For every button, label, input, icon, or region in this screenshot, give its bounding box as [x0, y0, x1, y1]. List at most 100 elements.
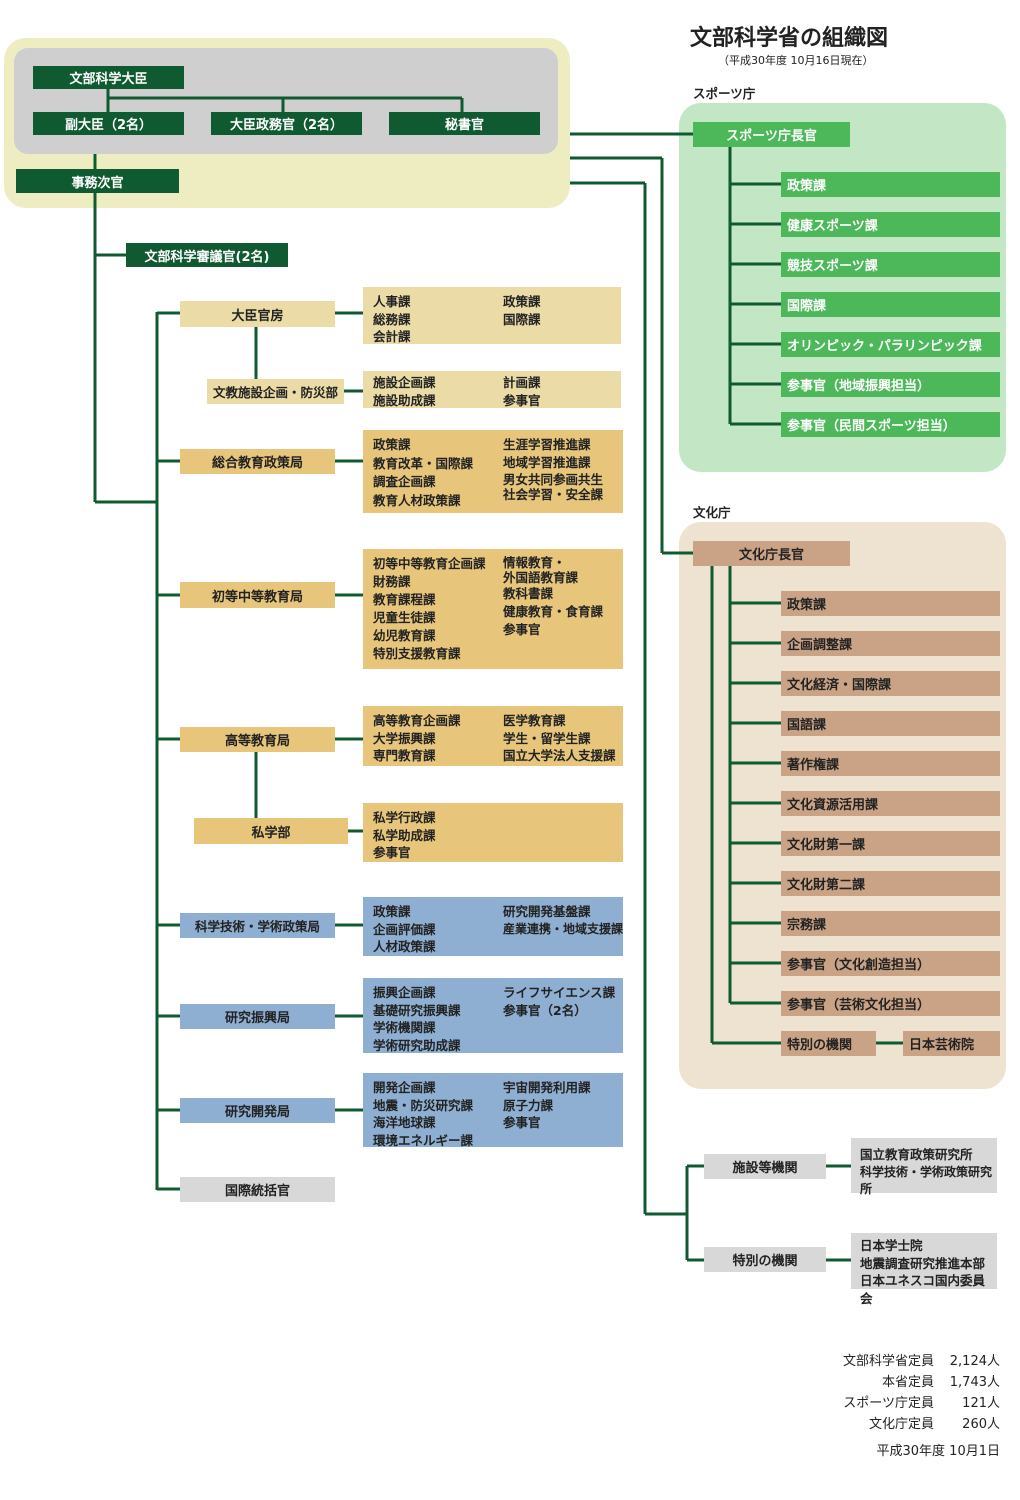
sports-division[interactable]: 競技スポーツ課 — [781, 252, 1000, 277]
division-list: 振興企画課 基礎研究振興課 学術機関課 学術研究助成課 — [363, 978, 623, 1054]
page-title: 文部科学省の組織図 — [690, 26, 889, 51]
division-list: 宇宙開発利用課 原子力課 参事官 — [503, 1079, 591, 1132]
division: 振興企画課 — [373, 985, 436, 1000]
division-list: 私学行政課 私学助成課 参事官 — [363, 803, 623, 862]
bureau-lifelong-learning[interactable]: 総合教育政策局 — [180, 449, 335, 474]
division: 参事官（2名） — [503, 1002, 587, 1018]
bureau-research-promotion[interactable]: 研究振興局 — [180, 1004, 335, 1029]
division: 地震調査研究推進本部 — [860, 1255, 986, 1271]
division: 財務課 — [373, 574, 411, 589]
bureau-international-affairs[interactable]: 国際統括官 — [180, 1177, 335, 1202]
culture-division[interactable]: 文化経済・国際課 — [781, 671, 1000, 696]
division: 原子力課 — [503, 1097, 554, 1113]
division: 教育課程課 — [373, 592, 436, 607]
division-list: 高等教育企画課 大学振興課 専門教育課 — [363, 706, 623, 765]
culture-division[interactable]: 文化財第一課 — [781, 831, 1000, 856]
minister-box[interactable]: 文部科学大臣 — [33, 66, 184, 89]
culture-division[interactable]: 文化資源活用課 — [781, 791, 1000, 816]
division: 学術研究助成課 — [373, 1037, 461, 1053]
sports-division[interactable]: 参事官（民間スポーツ担当） — [781, 412, 1000, 437]
division: 基礎研究振興課 — [373, 1002, 461, 1018]
vice-admin-box[interactable]: 事務次官 — [16, 169, 179, 193]
elementary-divisions: 初等中等教育企画課 財務課 教育課程課 児童生徒課 幼児教育課 特別支援教育課 … — [363, 549, 623, 669]
culture-division[interactable]: 参事官（芸術文化担当） — [781, 991, 1000, 1016]
private-schools-divisions: 私学行政課 私学助成課 参事官 — [363, 803, 623, 862]
division-list: 計画課 参事官 — [503, 374, 541, 409]
research-development-divisions: 開発企画課 地震・防災研究課 海洋地球課 環境エネルギー課 宇宙開発利用課 原子… — [363, 1073, 623, 1149]
culture-agency-label: 文化庁 — [693, 505, 731, 520]
culture-division[interactable]: 企画調整課 — [781, 631, 1000, 656]
culture-division[interactable]: 国語課 — [781, 711, 1000, 736]
facilities-orgs-box[interactable]: 施設等機関 — [704, 1154, 826, 1179]
bureau-private-schools[interactable]: 私学部 — [194, 818, 348, 844]
bureau-science-policy[interactable]: 科学技術・学術政策局 — [180, 913, 335, 938]
division-list: ライフサイエンス課 参事官（2名） — [503, 984, 615, 1019]
special-orgs-box[interactable]: 特別の機関 — [704, 1247, 826, 1272]
special-orgs-list: 日本学士院 地震調査研究推進本部 日本ユネスコ国内委員会 — [851, 1233, 997, 1306]
division: 政策課 — [373, 437, 411, 452]
division: 地域学習推進課 — [503, 455, 591, 470]
higher-education-divisions: 高等教育企画課 大学振興課 専門教育課 医学教育課 学生・留学生課 国立大学法人… — [363, 706, 623, 766]
division: 社会学習・安全課 — [503, 487, 604, 502]
division: 参事官 — [373, 845, 411, 860]
division: 児童生徒課 — [373, 610, 436, 625]
division: 参事官 — [503, 392, 541, 408]
division: 宇宙開発利用課 — [503, 1080, 591, 1095]
bureau-facilities-planning[interactable]: 文教施設企画・防災部 — [207, 379, 344, 404]
division: 研究開発基盤課 — [503, 904, 591, 919]
division: 計画課 — [503, 375, 541, 390]
culture-division[interactable]: 文化財第二課 — [781, 871, 1000, 896]
secretary-box[interactable]: 秘書官 — [389, 112, 540, 135]
division: 国立大学法人支援課 — [503, 748, 616, 763]
culture-division[interactable]: 著作権課 — [781, 751, 1000, 776]
division-list: 初等中等教育企画課 財務課 教育課程課 児童生徒課 幼児教育課 特別支援教育課 — [363, 549, 623, 663]
division: 高等教育企画課 — [373, 713, 461, 728]
division: 国際課 — [503, 311, 541, 327]
sports-division[interactable]: 政策課 — [781, 172, 1000, 197]
culture-division[interactable]: 参事官（文化創造担当） — [781, 951, 1000, 976]
division: 会計課 — [373, 329, 411, 344]
division: 大学振興課 — [373, 730, 436, 746]
division: 科学技術・学術政策研究所 — [860, 1164, 993, 1197]
bureau-research-development[interactable]: 研究開発局 — [180, 1098, 335, 1123]
councillor-box[interactable]: 文部科学審議官(2名) — [126, 243, 288, 267]
parliamentary-vice-minister-box[interactable]: 大臣政務官（2名） — [211, 112, 362, 135]
division-list: 開発企画課 地震・防災研究課 海洋地球課 環境エネルギー課 — [363, 1073, 623, 1149]
division-list: 政策課 企画評価課 人材政策課 — [363, 897, 623, 956]
division: 私学行政課 — [373, 810, 436, 825]
minister-secretariat-divisions: 人事課 総務課 会計課 政策課 国際課 — [363, 287, 621, 344]
sports-division[interactable]: オリンピック・パラリンピック課 — [781, 332, 1000, 357]
minister-group-panel — [14, 48, 558, 154]
science-policy-divisions: 政策課 企画評価課 人材政策課 研究開発基盤課 産業連携・地域支援課 — [363, 897, 623, 956]
culture-special-org-box[interactable]: 特別の機関 — [781, 1031, 876, 1056]
sports-commissioner-box[interactable]: スポーツ庁長官 — [693, 122, 850, 147]
staff-label: 文化庁定員 — [868, 1417, 934, 1432]
division: 施設助成課 — [373, 392, 436, 408]
bureau-minister-secretariat[interactable]: 大臣官房 — [180, 301, 335, 327]
sports-division[interactable]: 健康スポーツ課 — [781, 212, 1000, 237]
culture-commissioner-box[interactable]: 文化庁長官 — [693, 541, 850, 566]
japan-art-academy-box[interactable]: 日本芸術院 — [903, 1031, 1000, 1056]
division: 海洋地球課 — [373, 1115, 436, 1130]
division: 専門教育課 — [373, 748, 436, 763]
staff-value: 121人 — [962, 1396, 1000, 1411]
division: 政策課 — [503, 294, 541, 309]
culture-division[interactable]: 政策課 — [781, 591, 1000, 616]
sports-agency-panel — [679, 103, 1006, 472]
bureau-higher-education[interactable]: 高等教育局 — [180, 727, 335, 752]
vice-minister-box[interactable]: 副大臣（2名） — [33, 112, 184, 135]
sports-division[interactable]: 参事官（地域振興担当） — [781, 372, 1000, 397]
division: 開発企画課 — [373, 1080, 436, 1095]
division: 環境エネルギー課 — [373, 1132, 474, 1148]
division: 初等中等教育企画課 — [373, 556, 486, 571]
staff-value: 2,124人 — [949, 1354, 1000, 1369]
sports-division[interactable]: 国際課 — [781, 292, 1000, 317]
culture-division[interactable]: 宗務課 — [781, 911, 1000, 936]
bureau-elementary-secondary[interactable]: 初等中等教育局 — [180, 582, 335, 608]
division: 教育人材政策課 — [373, 492, 461, 508]
facilities-orgs-list: 国立教育政策研究所 科学技術・学術政策研究所 — [851, 1138, 997, 1196]
